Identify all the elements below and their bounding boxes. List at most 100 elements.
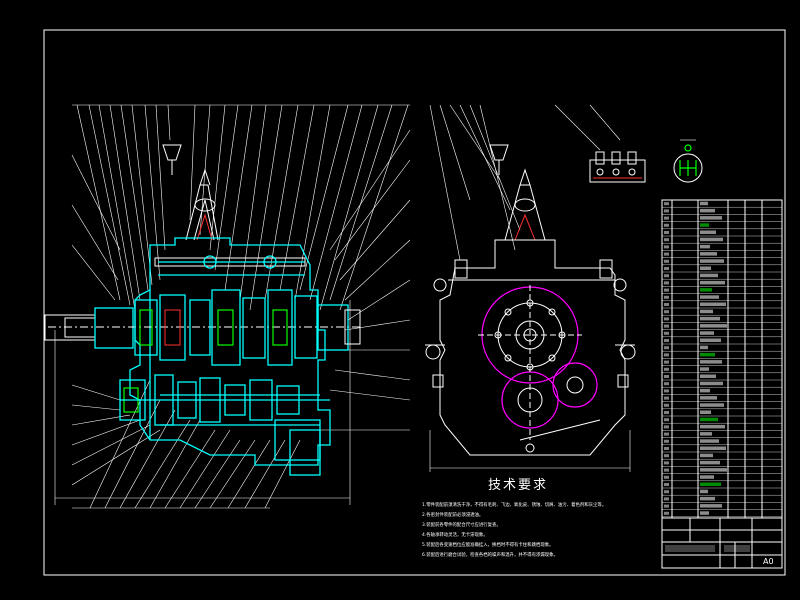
parts-list-cell-mark	[700, 396, 717, 400]
parts-list-cell-mark	[700, 345, 708, 350]
parts-list-cell-mark	[700, 316, 720, 321]
parts-list-index-mark	[664, 346, 669, 350]
parts-list-cell-mark	[700, 439, 719, 443]
parts-list-cell-mark	[700, 237, 723, 242]
parts-list-index-mark	[664, 252, 669, 256]
parts-list-index-mark	[664, 511, 669, 515]
parts-list-cell-mark	[700, 208, 715, 213]
parts-list-index-mark	[664, 267, 669, 270]
bottom-leader-lines	[72, 379, 301, 509]
counter-shaft	[119, 374, 330, 426]
parts-list-cell-mark	[700, 216, 722, 220]
parts-list-cell-mark	[700, 432, 712, 436]
parts-list-cell-mark	[700, 201, 708, 206]
parts-list-index-mark	[664, 389, 669, 393]
parts-list-cell-mark	[700, 475, 714, 479]
parts-list-index-mark	[664, 475, 669, 479]
parts-list-index-mark	[664, 281, 669, 285]
parts-list-cell-mark	[700, 489, 708, 494]
parts-list-index-mark	[664, 303, 669, 306]
parts-list-index-mark	[664, 454, 669, 458]
parts-list-cell-mark	[700, 244, 710, 249]
parts-list-index-mark	[664, 339, 669, 342]
parts-list-cell-mark	[700, 309, 713, 314]
parts-list-cell-mark	[700, 273, 718, 278]
parts-list-cell-mark	[700, 331, 714, 335]
parts-list-cell-mark	[700, 381, 723, 386]
parts-list-cell-mark	[700, 352, 715, 357]
parts-list-cell-mark	[700, 496, 715, 501]
parts-list-rows	[662, 201, 782, 517]
parts-list-cell-mark	[700, 468, 727, 472]
parts-list-index-mark	[664, 331, 669, 335]
parts-list-cell-mark	[700, 266, 711, 270]
requirement-1: 1.零件装配前须清洗干净，不得有毛刺、飞边、氧化皮、锈蚀、切屑、油污、着色剂和灰…	[422, 503, 607, 508]
tech-requirements-title: 技术要求	[488, 478, 549, 493]
parts-list-index-mark	[664, 432, 669, 436]
parts-list-index-mark	[664, 310, 669, 314]
parts-list-index-mark	[664, 483, 669, 486]
parts-list-index-mark	[664, 353, 669, 357]
parts-list-cell-mark	[700, 367, 709, 371]
parts-list-cell-mark	[700, 230, 716, 234]
end-view-leaders	[429, 104, 521, 261]
parts-list-cell-mark	[700, 295, 719, 299]
left-leader-lines	[71, 154, 161, 486]
parts-list-cell-mark	[700, 417, 718, 422]
shift-pattern-detail	[673, 139, 703, 183]
parts-list-index-mark	[664, 223, 669, 227]
parts-list-index-mark	[664, 418, 669, 422]
parts-list-cell-mark	[700, 504, 722, 508]
parts-list-index-mark	[664, 288, 669, 292]
parts-list-index-mark	[664, 382, 669, 386]
end-view	[425, 104, 636, 472]
parts-list-cell-mark	[700, 511, 709, 515]
parts-list-table	[661, 199, 783, 519]
parts-list-index-mark	[664, 403, 669, 407]
requirement-3: 3.装配前各零件的配合尺寸应进行复查。	[422, 523, 501, 528]
shift-lever	[162, 144, 219, 241]
parts-list-cell-mark	[700, 302, 726, 306]
requirement-4: 4.各轴承转动灵活，无卡滞现象。	[422, 533, 488, 538]
parts-list-index-mark	[664, 245, 669, 249]
parts-list-index-mark	[664, 425, 669, 429]
parts-list-cell-mark	[700, 460, 720, 465]
top-leader-lines	[76, 104, 409, 311]
end-view-dimension	[429, 430, 631, 472]
parts-list-cell-mark	[700, 223, 709, 227]
parts-list-index-mark	[664, 439, 669, 443]
parts-list-cell-mark	[700, 388, 710, 393]
parts-list-index-mark	[664, 490, 669, 494]
parts-list-cell-mark	[700, 446, 726, 450]
parts-list-index-mark	[664, 411, 669, 414]
parts-list-index-mark	[664, 396, 669, 400]
requirement-5: 5.装配后各变速档位应能准确挂入，换档时不得有卡住和跳档现象。	[422, 543, 554, 548]
parts-list-cell-mark	[700, 482, 721, 486]
parts-list-cell-mark	[700, 403, 724, 407]
parts-list-cell-mark	[700, 424, 725, 429]
parts-list-cell-mark	[700, 453, 713, 458]
main-section-view	[44, 104, 411, 509]
requirement-2: 2.各密封件装配前必须浸透油。	[422, 513, 484, 518]
shift-block-detail	[554, 104, 646, 183]
end-view-housing	[425, 239, 636, 456]
parts-list-cell-mark	[700, 360, 722, 364]
parts-list-index-mark	[664, 202, 669, 206]
parts-list-cell-mark	[700, 338, 721, 342]
parts-list-index-mark	[664, 209, 669, 213]
overall-dimension	[54, 300, 351, 505]
gearbox-housing	[129, 237, 331, 476]
parts-list-index-mark	[664, 238, 669, 242]
parts-list-cell-mark	[700, 280, 725, 285]
parts-list-cell-mark	[700, 288, 712, 292]
parts-list-cell-mark	[700, 259, 724, 263]
end-view-gears	[478, 285, 601, 453]
requirement-6: 6.装配后进行磨合试验，检查各档的噪声和温升，并不得有渗漏现象。	[422, 553, 558, 558]
parts-list-index-mark	[664, 504, 669, 508]
parts-list-cell-mark	[700, 324, 727, 328]
right-leader-lines	[320, 129, 411, 431]
parts-list-index-mark	[664, 231, 669, 234]
parts-list-index-mark	[664, 375, 669, 378]
main-shaft-gears	[134, 289, 361, 366]
sheet-size-label: A0	[763, 557, 774, 566]
